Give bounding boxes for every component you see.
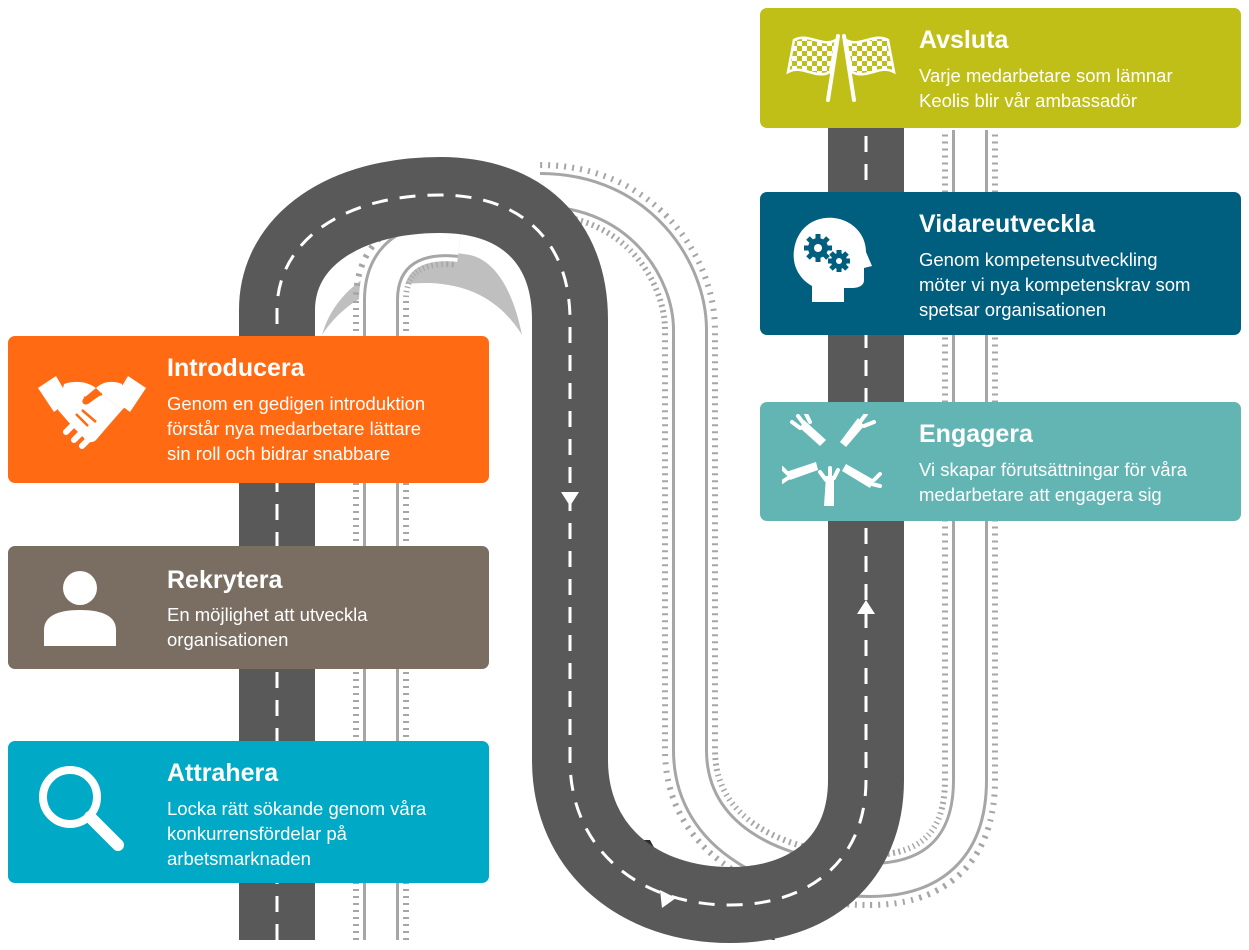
- stage-title: Vidareutveckla: [919, 210, 1096, 238]
- stage-title: Rekrytera: [167, 566, 283, 594]
- stage-description: En möjlighet att utveckla organisationen: [167, 604, 368, 650]
- stage-title: Attrahera: [167, 759, 279, 787]
- person-icon: [36, 568, 126, 653]
- handshake-icon: [36, 370, 148, 455]
- magnifier-icon: [36, 763, 128, 860]
- arrow-down-icon: [561, 492, 579, 506]
- stage-description: Varje medarbetare som lämnar Keolis blir…: [919, 65, 1173, 111]
- road-lane-marking: [275, 120, 868, 940]
- stage-description: Genom en gedigen introduktion förstår ny…: [167, 393, 426, 464]
- checkered-flags-icon: [782, 26, 900, 107]
- arrow-curve-icon: [660, 890, 676, 908]
- stage-description: Locka rätt sökande genom våra konkurrens…: [167, 798, 427, 869]
- stage-card-engagera: Engagera Vi skapar förutsättningar för v…: [760, 402, 1241, 521]
- stage-card-rekrytera: Rekrytera En möjlighet att utveckla orga…: [8, 546, 489, 669]
- stage-description: Vi skapar förutsättningar för våra medar…: [919, 459, 1188, 505]
- stage-title: Avsluta: [919, 26, 1009, 54]
- arrow-up-icon: [857, 600, 875, 614]
- head-gears-icon: [782, 214, 874, 309]
- stage-description: Genom kompetensutveckling möter vi nya k…: [919, 249, 1191, 320]
- stage-card-vidareutveckla: Vidareutveckla Genom kompetensutveckling…: [760, 192, 1241, 335]
- stage-title: Introducera: [167, 354, 305, 382]
- stage-title: Engagera: [919, 420, 1033, 448]
- stage-card-avsluta: Avsluta Varje medarbetare som lämnar Keo…: [760, 8, 1241, 128]
- stage-card-attrahera: Attrahera Locka rätt sökande genom våra …: [8, 741, 489, 883]
- hands-together-icon: [780, 412, 882, 513]
- stage-card-introducera: Introducera Genom en gedigen introduktio…: [8, 336, 489, 483]
